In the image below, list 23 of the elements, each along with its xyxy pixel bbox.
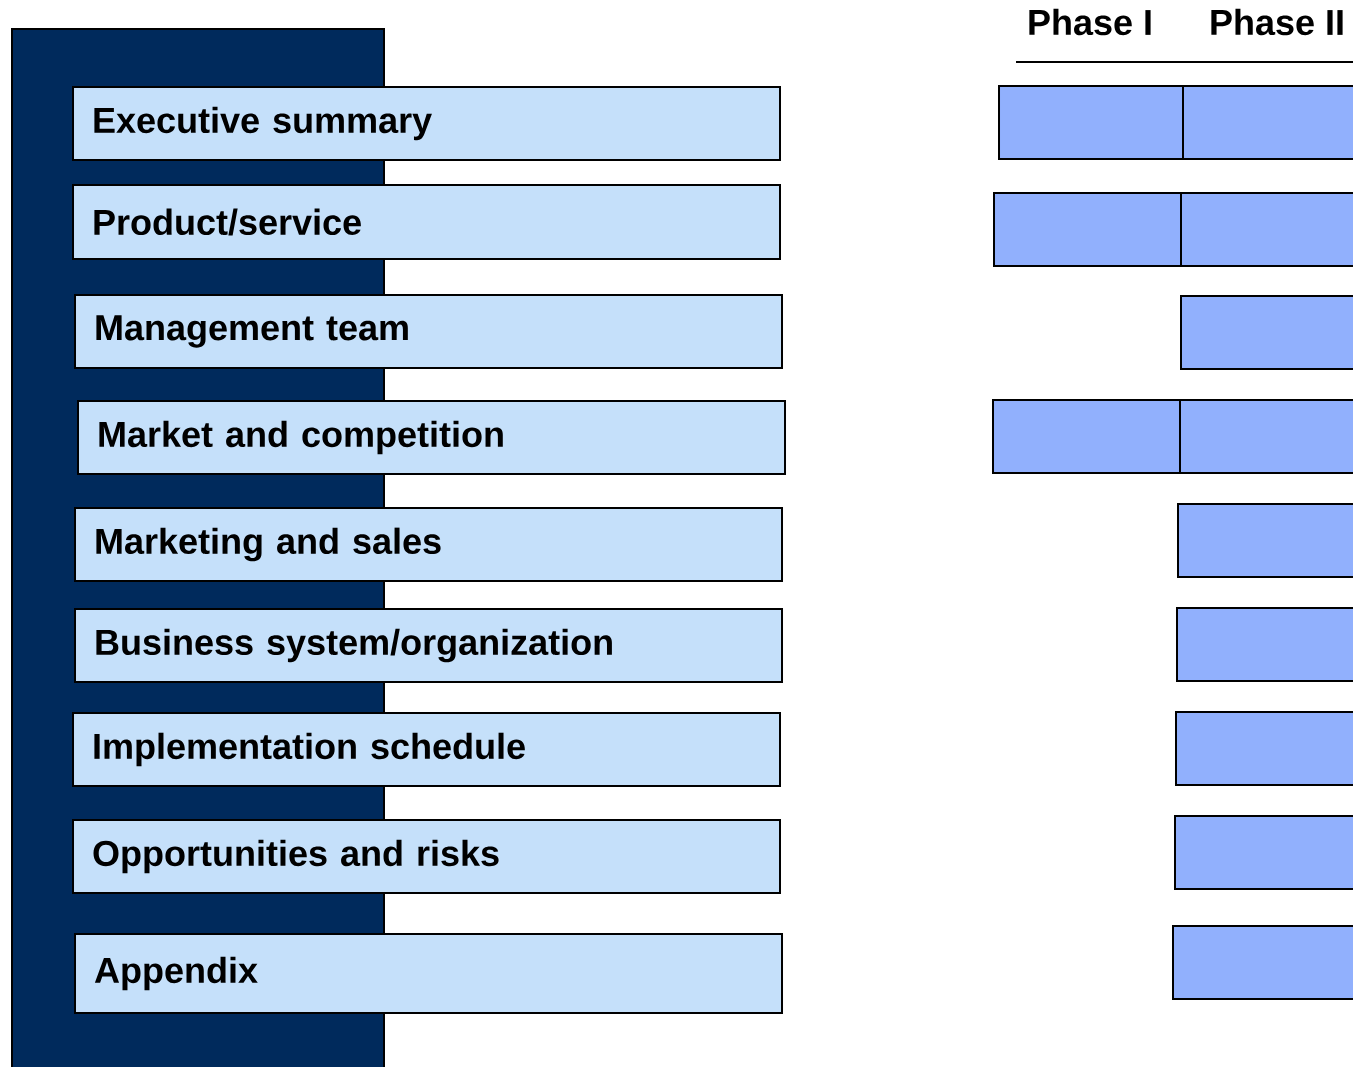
- phase-bar: [1172, 925, 1353, 1000]
- phase-bar: [1175, 711, 1353, 786]
- section-box: Opportunities and risks: [72, 819, 781, 894]
- phase-bar: [1177, 503, 1353, 578]
- section-box: Marketing and sales: [74, 507, 783, 582]
- phase-bar: [1182, 85, 1353, 160]
- phase-bar: [992, 399, 1181, 474]
- phase-bar: [1180, 192, 1353, 267]
- section-box: Appendix: [74, 933, 783, 1014]
- section-box: Product/service: [72, 184, 781, 260]
- phase-bar: [1180, 295, 1353, 370]
- section-box: Implementation schedule: [72, 712, 781, 787]
- column-header: Phase I: [1029, 8, 1151, 36]
- phase-bar: [993, 192, 1182, 267]
- section-box: Executive summary: [72, 86, 781, 161]
- phase-bar: [1179, 399, 1353, 474]
- section-box: Management team: [74, 294, 783, 369]
- column-header: Phase II: [1211, 8, 1343, 36]
- phase-bar: [1174, 815, 1353, 890]
- section-box: Business system/organization: [74, 608, 783, 683]
- section-box: Market and competition: [77, 400, 786, 475]
- phase-bar: [1176, 607, 1353, 682]
- phase-bar: [998, 85, 1184, 160]
